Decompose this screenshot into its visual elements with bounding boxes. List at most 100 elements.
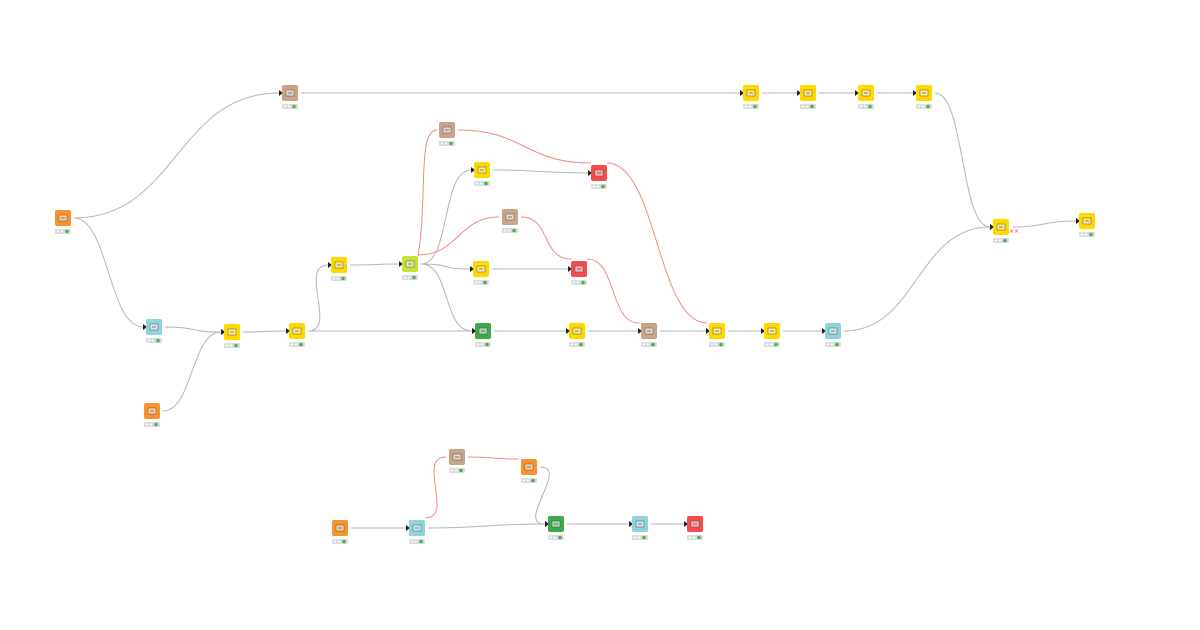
flow-variable-connection[interactable] — [417, 129, 438, 257]
port-arrow-icon — [629, 521, 633, 527]
status-ok-icon — [581, 280, 585, 285]
node-n4[interactable] — [800, 85, 816, 109]
node-b2[interactable] — [409, 520, 425, 544]
data-connection[interactable] — [73, 92, 280, 219]
node-n11[interactable] — [144, 403, 160, 427]
component-icon — [334, 261, 344, 269]
status-ok-icon — [868, 104, 872, 109]
data-connection[interactable] — [307, 264, 329, 332]
component-icon — [292, 327, 302, 335]
node-n9[interactable] — [146, 319, 162, 343]
node-n6[interactable] — [916, 85, 932, 109]
nodes: ×× — [55, 85, 1095, 544]
node-status-indicator — [474, 181, 490, 186]
node-status-indicator — [282, 104, 298, 109]
node-n14[interactable] — [402, 256, 418, 280]
node-n20[interactable] — [571, 261, 587, 285]
node-b1[interactable] — [332, 520, 348, 544]
partition-icon — [412, 524, 422, 532]
data-connection[interactable] — [164, 326, 222, 333]
node-n16[interactable] — [474, 162, 490, 186]
node-n13[interactable] — [331, 257, 347, 281]
node-n21[interactable] — [475, 323, 491, 347]
table-icon — [712, 327, 722, 335]
node-b7[interactable] — [687, 516, 703, 540]
node-status-indicator — [858, 104, 874, 109]
data-connection[interactable] — [1011, 220, 1077, 228]
port-arrow-icon — [822, 328, 826, 334]
node-n5[interactable] — [858, 85, 874, 109]
image-icon — [594, 169, 604, 177]
node-b6[interactable] — [632, 516, 648, 540]
data-connection[interactable] — [420, 169, 472, 265]
node-b3[interactable] — [449, 449, 465, 473]
flow-variable-connection[interactable] — [606, 162, 708, 324]
component-icon — [572, 327, 582, 335]
string-replace-icon — [919, 89, 929, 97]
node-status-indicator — [709, 342, 725, 347]
node-n12[interactable] — [289, 323, 305, 347]
data-connection[interactable] — [934, 92, 991, 228]
flow-variable-connection[interactable] — [467, 456, 520, 460]
node-n3[interactable] — [743, 85, 759, 109]
data-connection[interactable] — [843, 226, 991, 332]
node-n2[interactable] — [282, 85, 298, 109]
reader-icon — [335, 524, 345, 532]
node-n15[interactable] — [439, 122, 455, 146]
node-status-indicator — [449, 468, 465, 473]
port-arrow-icon — [797, 90, 801, 96]
data-connection[interactable] — [73, 217, 144, 328]
status-ok-icon — [753, 104, 757, 109]
port-arrow-icon — [568, 266, 572, 272]
predictor-icon — [635, 520, 645, 528]
flow-variable-connection[interactable] — [520, 216, 572, 260]
status-ok-icon — [651, 342, 655, 347]
flow-variable-connection[interactable] — [457, 129, 592, 164]
node-n7[interactable]: ×× — [993, 219, 1019, 243]
node-n18[interactable] — [502, 209, 518, 233]
status-ok-icon — [774, 342, 778, 347]
table-icon — [746, 89, 756, 97]
node-n26[interactable] — [825, 323, 841, 347]
node-b4[interactable] — [521, 459, 537, 483]
node-n10[interactable] — [224, 324, 240, 348]
port-arrow-icon — [684, 521, 688, 527]
status-ok-icon — [512, 228, 516, 233]
node-n22[interactable] — [569, 323, 585, 347]
column-filter-icon — [767, 327, 777, 335]
port-arrow-icon — [471, 167, 475, 173]
status-ok-icon — [483, 280, 487, 285]
node-n1[interactable] — [55, 210, 71, 234]
port-arrow-icon — [855, 90, 859, 96]
data-connection[interactable] — [427, 523, 546, 529]
component-icon — [476, 265, 486, 273]
sigma-icon — [285, 89, 295, 97]
data-connection[interactable] — [242, 330, 287, 333]
component-icon — [478, 327, 488, 335]
status-ok-icon — [558, 535, 562, 540]
node-n19[interactable] — [473, 261, 489, 285]
data-connection[interactable] — [349, 263, 400, 266]
node-status-indicator — [475, 342, 491, 347]
node-n17[interactable] — [591, 165, 607, 189]
node-n23[interactable] — [641, 323, 657, 347]
flow-variable-connection[interactable] — [417, 216, 500, 256]
data-connection[interactable] — [420, 263, 473, 332]
node-n8[interactable] — [1079, 213, 1095, 237]
port-arrow-icon — [472, 328, 476, 334]
data-connection[interactable] — [162, 331, 222, 412]
component-icon — [551, 520, 561, 528]
data-connection[interactable] — [420, 263, 471, 270]
node-b5[interactable] — [548, 516, 564, 540]
node-status-indicator — [55, 229, 71, 234]
node-n25[interactable] — [764, 323, 780, 347]
status-ok-icon — [926, 104, 930, 109]
flow-variable-connection[interactable] — [586, 258, 640, 324]
node-n24[interactable] — [709, 323, 725, 347]
data-connection[interactable] — [535, 466, 550, 525]
port-arrow-icon — [706, 328, 710, 334]
data-connection[interactable] — [492, 169, 589, 174]
flow-variable-connection[interactable] — [424, 456, 447, 519]
variable-icon — [442, 126, 452, 134]
